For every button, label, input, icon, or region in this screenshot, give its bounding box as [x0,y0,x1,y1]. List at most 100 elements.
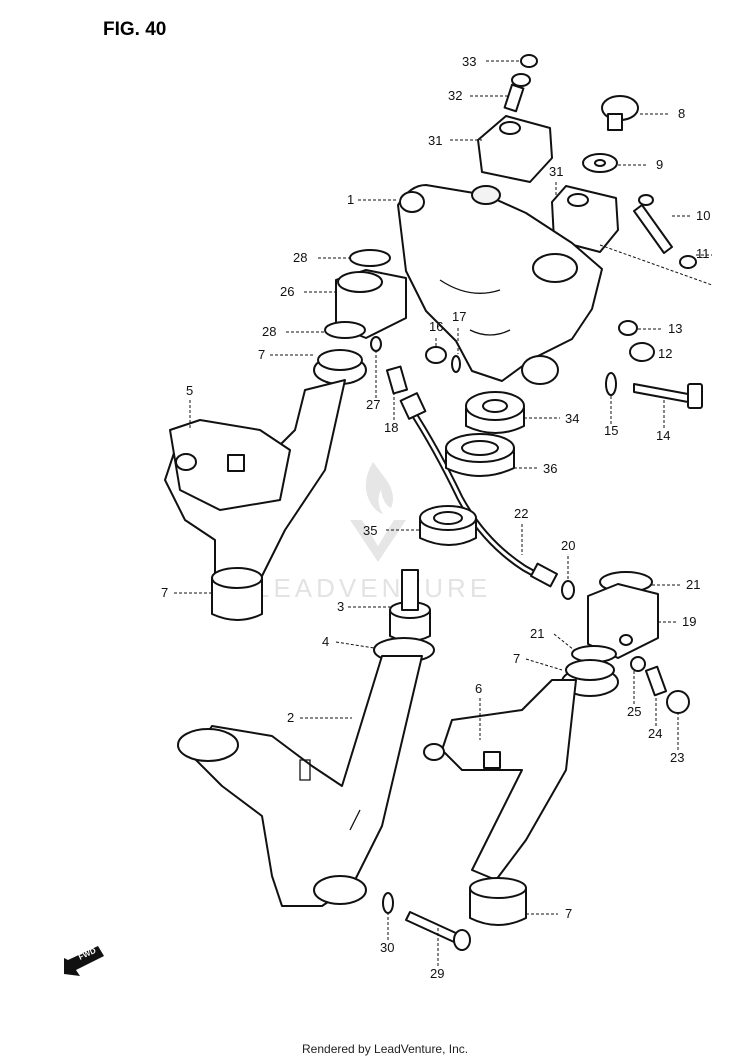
callout-number: 6 [475,681,482,696]
callout-32: 32 [448,88,508,103]
callout-7: 7 [513,651,563,671]
callout-number: 23 [670,750,684,765]
part-16-plug [425,346,447,364]
part-7-cushion-upper-left [313,349,367,385]
part-31-handlebar-holder-left [477,115,553,183]
part-22-brake-hose [399,392,558,588]
footer-credit: Rendered by LeadVenture, Inc. [302,1042,468,1056]
callout-16: 16 [429,319,443,347]
callout-number: 20 [561,538,575,553]
callout-2: 2 [287,710,352,725]
callout-number: 5 [186,383,193,398]
part-24-nipple [644,665,668,697]
callout-33: 33 [462,54,520,69]
callout-number: 36 [543,461,557,476]
callout-number: 18 [384,420,398,435]
part-2-steering-stem-lower-bracket [177,655,423,907]
part-15-washer [605,372,617,396]
part-11-nut [679,255,697,269]
callout-36: 36 [514,461,557,476]
callout-number: 7 [161,585,168,600]
part-7-cushion-lower-right [469,877,527,926]
callout-number: 14 [656,428,670,443]
part-10-bolt [633,194,673,254]
part-13-clip [618,320,638,336]
watermark: LEADVENTURE [255,462,491,603]
callout-number: 31 [549,164,563,179]
callout-number: 7 [565,906,572,921]
callout-34: 34 [524,411,579,426]
callout-number: 15 [604,423,618,438]
callout-7: 7 [258,347,314,362]
callout-number: 17 [452,309,466,324]
part-7-cushion-lower-left [211,567,263,621]
callout-4: 4 [322,634,375,649]
callout-30: 30 [380,914,394,955]
part-1-steering-stem-upper-bracket [397,184,603,385]
callout-35: 35 [363,523,420,538]
callout-13: 13 [638,321,682,336]
callout-21: 21 [530,626,575,651]
callout-leader-line [553,633,575,651]
callout-number: 22 [514,506,528,521]
callout-number: 1 [347,192,354,207]
part-33-cap [520,54,538,68]
part-12-plug [629,342,655,362]
callout-27: 27 [366,352,380,412]
callout-number: 31 [428,133,442,148]
callout-28: 28 [293,250,350,265]
callout-number: 21 [530,626,544,641]
callout-number: 35 [363,523,377,538]
callout-22: 22 [514,506,528,555]
part-14-bolt [633,383,703,409]
callout-number: 29 [430,966,444,981]
callout-number: 28 [262,324,276,339]
callout-leader-line [335,641,375,649]
callout-number: 2 [287,710,294,725]
callout-28: 28 [262,324,325,339]
callout-6: 6 [475,681,482,740]
callout-3: 3 [337,599,390,614]
forward-arrow-icon [64,946,104,976]
callout-18: 18 [384,394,398,435]
part-19-upper-bracket-clamp-right [587,583,659,659]
watermark-text: LEADVENTURE [255,573,491,603]
part-6-headlight-bracket-right [423,679,577,881]
callout-number: 26 [280,284,294,299]
callout-number: 24 [648,726,662,741]
callout-number: 19 [682,614,696,629]
part-9-washer [582,153,618,173]
callout-number: 28 [293,250,307,265]
part-28-ring-lower-left [324,321,366,339]
callout-number: 32 [448,88,462,103]
part-32-bolt [503,73,531,113]
callout-number: 25 [627,704,641,719]
callout-10: 10 [672,208,710,223]
part-18-union-bolt [385,365,409,395]
callout-number: 33 [462,54,476,69]
callout-23: 23 [670,713,684,765]
figure-title: FIG. 40 [103,19,166,40]
part-17-washer [451,355,461,373]
part-30-washer [382,892,394,914]
callout-24: 24 [648,694,662,741]
part-27-fitting [370,336,382,352]
callout-17: 17 [452,309,466,354]
part-3-dust-seal [389,569,431,642]
callout-7: 7 [161,585,212,600]
part-23-cap [666,690,690,714]
callout-25: 25 [627,670,641,719]
callout-26: 26 [280,284,336,299]
callout-8: 8 [640,106,685,121]
callout-number: 3 [337,599,344,614]
callout-1: 1 [347,192,398,207]
callout-29: 29 [430,926,444,981]
part-8-cap-nut [601,95,639,131]
callout-31: 31 [549,164,563,196]
part-26-upper-bracket-clamp-left [335,269,407,339]
callout-12: 12 [658,346,672,361]
fwd-arrow-badge: FWD [64,946,104,976]
callout-number: 21 [686,577,700,592]
